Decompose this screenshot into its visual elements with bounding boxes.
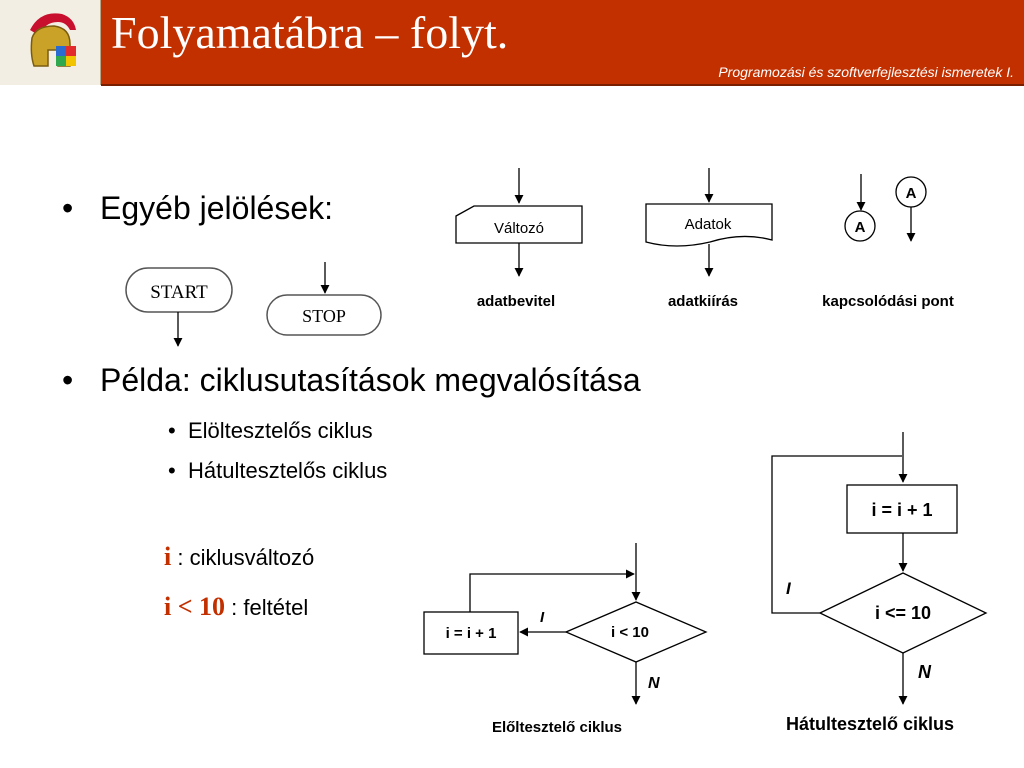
condition-note: i < 10 : feltétel bbox=[164, 592, 308, 622]
page-title: Folyamatábra – folyt. bbox=[111, 7, 509, 58]
output-text: Adatok bbox=[685, 216, 732, 233]
stop-symbol: STOP bbox=[266, 262, 382, 336]
sub-bullet-posttest: •Hátultesztelős ciklus bbox=[168, 458, 388, 483]
start-label: START bbox=[150, 282, 208, 303]
sub-bullet-pretest: •Elöltesztelős ciklus bbox=[168, 418, 373, 443]
pretest-caption: Előltesztelő ciklus bbox=[492, 719, 622, 736]
bullet-text: Egyéb jelölések: bbox=[100, 190, 334, 226]
pretest-no-label: N bbox=[648, 675, 660, 692]
input-text: Változó bbox=[494, 220, 544, 237]
sub-bullet-text: Elöltesztelős ciklus bbox=[188, 418, 373, 443]
connector-label: kapcsolódási pont bbox=[822, 293, 954, 310]
posttest-yes-label: I bbox=[786, 579, 792, 598]
header: Folyamatábra – folyt. Programozási és sz… bbox=[0, 0, 1024, 86]
connector-symbol: A A kapcsolódási pont bbox=[822, 174, 954, 310]
pretest-condition: i < 10 bbox=[611, 624, 649, 641]
posttest-assign: i = i + 1 bbox=[871, 500, 932, 520]
loop-variable-note: i : ciklusváltozó bbox=[164, 542, 314, 572]
connector-out-text: A bbox=[906, 185, 917, 202]
bullet-other-symbols: •Egyéb jelölések: bbox=[62, 190, 334, 226]
input-symbol: Változó adatbevitel bbox=[455, 168, 583, 310]
posttest-loop-diagram: i = i + 1 i <= 10 I N Hátultesztelő cikl… bbox=[771, 432, 988, 734]
pretest-loop-diagram: i < 10 I i = i + 1 N Előltesztelő ciklus bbox=[423, 543, 708, 736]
input-label: adatbevitel bbox=[477, 293, 555, 310]
output-label: adatkiírás bbox=[668, 293, 738, 310]
spartan-helmet-icon bbox=[30, 13, 76, 67]
var-desc: : ciklusváltozó bbox=[171, 545, 315, 570]
pretest-yes-label: I bbox=[540, 609, 545, 626]
bullet-example: •Példa: ciklusutasítások megvalósítása bbox=[62, 362, 641, 398]
posttest-no-label: N bbox=[918, 662, 932, 682]
bullet-text: Példa: ciklusutasítások megvalósítása bbox=[100, 362, 641, 398]
posttest-condition: i <= 10 bbox=[875, 603, 931, 623]
start-symbol: START bbox=[125, 267, 233, 347]
pretest-assign: i = i + 1 bbox=[446, 625, 497, 642]
sub-bullet-text: Hátultesztelős ciklus bbox=[188, 458, 388, 483]
logo bbox=[0, 0, 101, 85]
cond-desc: : feltétel bbox=[225, 595, 309, 620]
course-subtitle: Programozási és szoftverfejlesztési isme… bbox=[718, 64, 1014, 80]
cond-symbol: i < 10 bbox=[164, 592, 226, 621]
var-symbol: i bbox=[164, 542, 172, 571]
output-symbol: Adatok adatkiírás bbox=[645, 168, 773, 310]
connector-in-text: A bbox=[855, 219, 866, 236]
stop-label: STOP bbox=[302, 306, 346, 326]
title-bar: Folyamatábra – folyt. Programozási és sz… bbox=[101, 0, 1024, 86]
posttest-caption: Hátultesztelő ciklus bbox=[786, 714, 954, 734]
